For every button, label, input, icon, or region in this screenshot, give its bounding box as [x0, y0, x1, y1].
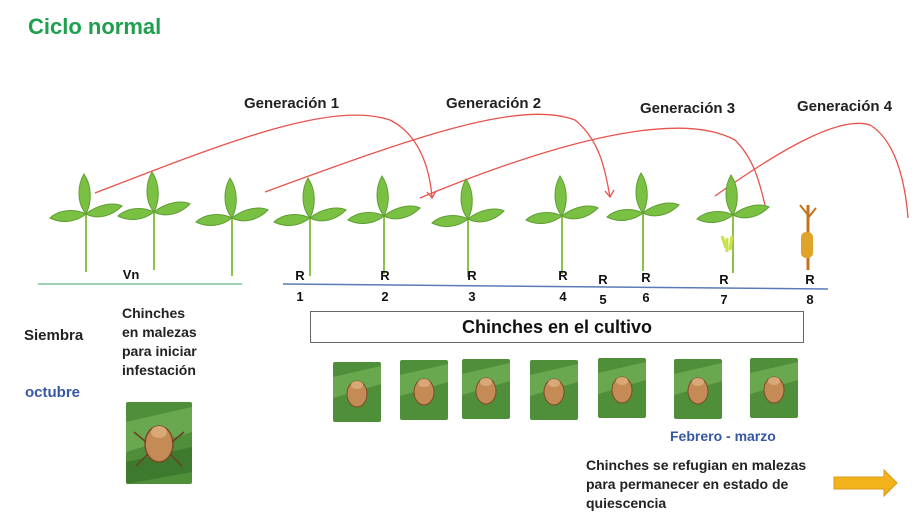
late-season-months: Febrero - marzo — [670, 428, 776, 444]
stage-number: 6 — [642, 290, 650, 305]
stink-bug-photo — [462, 359, 510, 419]
stink-bug-photo — [126, 402, 192, 484]
stink-bug-photo — [598, 358, 646, 418]
stage-letter: R — [558, 268, 568, 283]
plant-icon — [195, 177, 269, 277]
quiescence-note: Chinches se refugian en malezas para per… — [586, 457, 807, 511]
stage-letter: R — [467, 268, 477, 283]
plant-icon — [347, 175, 421, 275]
stage-number: 5 — [599, 292, 607, 307]
sowing-label: Siembra — [24, 327, 84, 344]
orange-arrow-icon — [833, 468, 898, 498]
stink-bug-photo — [750, 358, 798, 418]
mature-plant-icon — [799, 204, 817, 270]
stink-bug-photo — [530, 360, 578, 420]
stage-number: 1 — [296, 289, 304, 304]
stage-letter: R — [641, 270, 651, 285]
stink-bug-photo — [674, 359, 722, 419]
page-title: Ciclo normal — [28, 14, 162, 39]
stage-number: 3 — [468, 289, 476, 304]
stage-number: 7 — [720, 292, 728, 307]
plant-icon — [431, 178, 505, 278]
sowing-month: octubre — [25, 384, 81, 401]
generation-3-label: Generación 3 — [640, 100, 736, 117]
stage-number: 4 — [559, 289, 567, 304]
stage-number: 8 — [806, 292, 814, 307]
generation-2-label: Generación 2 — [446, 95, 542, 112]
generation-1-arc — [94, 114, 433, 199]
plant-icon — [49, 173, 123, 273]
stage-letter: R — [295, 268, 305, 283]
stink-bug-photo — [400, 360, 448, 420]
stage-letter: R — [598, 272, 608, 287]
generation-1-label: Generación 1 — [244, 95, 340, 112]
plant-icon — [525, 175, 599, 275]
crop-banner: Chinches en el cultivo — [310, 311, 804, 343]
plant-icon — [273, 177, 347, 277]
stage-letter: R — [805, 272, 815, 287]
generation-3-arc — [419, 127, 766, 206]
stage-letter: R — [380, 268, 390, 283]
weeds-note: Chinches en malezas para iniciar infesta… — [122, 305, 197, 378]
stage-number: 2 — [381, 289, 389, 304]
plant-icon — [117, 171, 191, 271]
generation-4-arc — [714, 122, 909, 219]
vegetative-stage-label: Vn — [122, 267, 140, 282]
plant-icon — [606, 172, 680, 272]
plant-icon — [696, 174, 770, 274]
stink-bug-photo — [333, 362, 381, 422]
reproductive-ground-line — [282, 283, 829, 290]
generation-4-label: Generación 4 — [797, 98, 893, 115]
stage-letter: R — [719, 272, 729, 287]
generation-2-arc — [264, 113, 611, 198]
